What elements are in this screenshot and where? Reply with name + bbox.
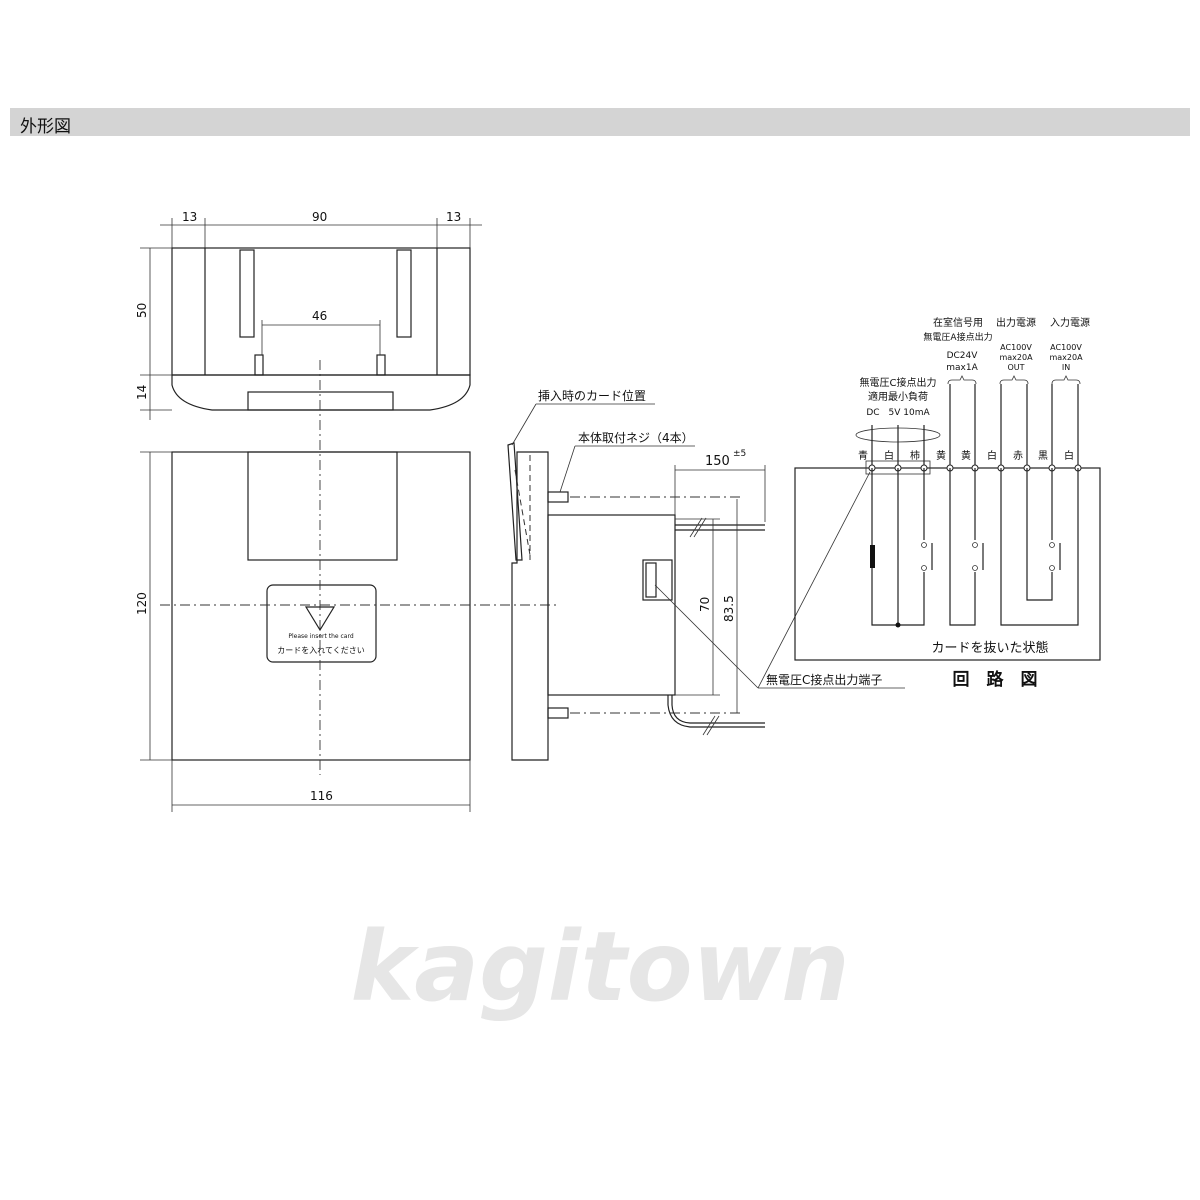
wire-color-label: 白	[987, 449, 997, 462]
group3-line3: max20A	[999, 353, 1033, 362]
group2-line4: max1A	[946, 363, 978, 373]
section-title: 外形図	[20, 117, 71, 137]
group2-line3: DC24V	[947, 351, 979, 361]
dim-50: 50	[135, 303, 149, 318]
dim-70: 70	[698, 597, 712, 612]
group3-line4: OUT	[1007, 363, 1024, 372]
group3-line1: 出力電源	[996, 316, 1036, 329]
wire-color-label: 黄	[936, 449, 946, 462]
wire-color-label: 青	[858, 449, 868, 462]
dim-120: 120	[135, 592, 149, 615]
card-label-jp: カードを入れてください	[277, 646, 365, 655]
circuit-wires	[868, 384, 1082, 472]
wire-color-label: 黒	[1038, 450, 1048, 462]
group3-line2: AC100V	[1000, 343, 1032, 352]
dim-150: 150	[705, 454, 730, 469]
wire-color-label: 白	[884, 449, 894, 462]
group2-line1: 在室信号用	[933, 316, 983, 329]
dim-90: 90	[312, 210, 327, 224]
dim-46: 46	[312, 309, 327, 323]
group4-line3: max20A	[1049, 353, 1083, 362]
group2-line2: 無電圧A接点出力	[923, 331, 992, 343]
circuit-diagram: 無電圧C接点出力 適用最小負荷 DC 5V 10mA 在室信号用 無電圧A接点出…	[794, 316, 1101, 690]
group4-line1: 入力電源	[1050, 316, 1090, 329]
dim-150-tolerance: ±5	[733, 449, 746, 459]
card-label-en: Please insert the card	[288, 633, 353, 640]
top-view: 13 90 13 46 50 14	[135, 210, 482, 420]
terminal-label: 無電圧C接点出力端子	[766, 672, 882, 687]
wire-color-label: 赤	[1013, 450, 1023, 462]
group1-line3: DC 5V 10mA	[866, 408, 930, 418]
group4-line4: IN	[1062, 363, 1070, 372]
circuit-title: 回 路 図	[953, 669, 1038, 690]
wire-color-label: 黄	[961, 449, 971, 462]
section-header: 外形図	[10, 108, 1190, 137]
dim-13-right: 13	[446, 210, 461, 224]
front-view: Please insert the card カードを入れてください 120 1…	[135, 420, 560, 812]
screw-label: 本体取付ネジ（4本）	[578, 431, 694, 445]
card-position-label: 挿入時のカード位置	[538, 388, 646, 403]
wire-color-label: 白	[1064, 449, 1074, 462]
group1-line1: 無電圧C接点出力	[860, 376, 937, 389]
wire-color-label: 柿	[910, 449, 920, 462]
open-contacts	[920, 540, 1061, 572]
dim-116: 116	[310, 789, 333, 803]
circuit-state-label: カードを抜いた状態	[931, 640, 1048, 656]
dim-83-5: 83.5	[722, 595, 736, 622]
dim-14: 14	[135, 385, 149, 400]
watermark: kagitown	[350, 911, 849, 1023]
dim-13-left: 13	[182, 210, 197, 224]
group1-line2: 適用最小負荷	[868, 390, 928, 403]
side-view: 150 ±5 70 83.5 挿入時のカード位置 本体取付ネジ（4本） 無電圧C…	[507, 388, 905, 761]
group4-line2: AC100V	[1050, 343, 1082, 352]
